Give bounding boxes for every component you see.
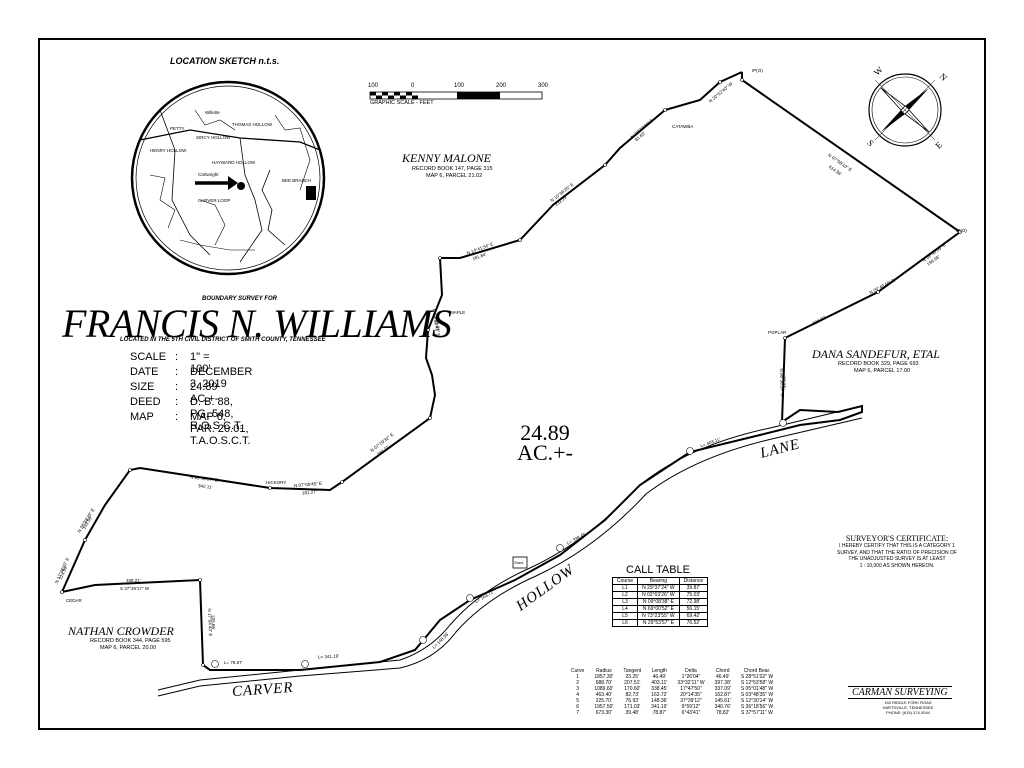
call-label: 205.66' (210, 615, 217, 630)
scale-tick-label: 100 (454, 83, 465, 89)
location-sketch (130, 80, 326, 276)
sketch-label-sircy-hollow: SIRCY HOLLOW (196, 135, 231, 140)
sketch-label-thomas-hollow: THOMAS HOLLOW (232, 122, 273, 127)
scale-tick-label: 0 (411, 83, 415, 89)
sketch-road (274, 114, 311, 191)
sketch-label-willette: Willette (205, 110, 220, 115)
scale-tick-label: 100 (368, 83, 379, 89)
title-located: LOCATED IN THE 5TH CIVIL DISTRICT OF SMI… (120, 337, 326, 343)
sketch-road (179, 239, 255, 251)
call-label: 338.21' (126, 578, 141, 583)
sketch-label-hayward-hollow: HAYWARD HOLLOW (212, 160, 256, 165)
certificate-line: THE UNADJUSTED SURVEY IS AT LEAST (848, 556, 946, 562)
call-table-header-row: Course Bearing Distance (611, 577, 709, 585)
shed-marker (512, 556, 528, 569)
title-name: FRANCIS N. WILLIAMS (62, 301, 452, 346)
sketch-label-carver-loop: CARVER LOOP (198, 198, 231, 203)
sketch-arrow-head (228, 176, 238, 190)
scale-tick-label: 200 (496, 83, 507, 89)
monument-label: CATAWBA (672, 124, 694, 129)
surveyor-certificate: SURVEYOR'S CERTIFICATE: I HEREBY CERTIFY… (822, 534, 972, 569)
owner-kenny-line1: RECORD BOOK 147, PAGE 315 (412, 166, 493, 172)
call-table-title: CALL TABLE (626, 564, 690, 576)
sketch-inner-circle (135, 85, 321, 271)
sketch-road (149, 174, 176, 229)
certificate-line: SURVEY, AND THAT THE RATIO OF PRECISION … (837, 549, 957, 556)
monument-label: IP(O) (752, 68, 763, 73)
sheet-border (38, 38, 986, 730)
shed-label: Shed (514, 560, 524, 565)
monument-label: HICKORY (266, 480, 287, 485)
monument-label: POPLAR (768, 330, 787, 335)
sketch-site-marker (237, 182, 245, 190)
sketch-route-shield (306, 186, 316, 200)
sketch-road (261, 169, 286, 246)
north-arrow (868, 73, 942, 147)
sketch-label-cartwright: Cartwright (198, 172, 219, 177)
certificate-line: 1 : 10,000 AS SHOWN HEREON. (859, 562, 935, 569)
owner-dana-line1: RECORD BOOK 329, PAGE 693 (838, 361, 919, 367)
owner-nathan-name: NATHAN CROWDER (68, 624, 174, 638)
call-label: 69.24' (781, 376, 787, 389)
owner-kenny-name: KENNY MALONE (402, 151, 492, 165)
call-label: S 37°29'17" W (120, 586, 150, 591)
owner-dana-name: DANA SANDEFUR, ETAL (812, 347, 940, 361)
monument-label: IP(O) (956, 228, 967, 233)
carver-hollow-lane-road-edge-b (157, 417, 863, 697)
curve-markers (211, 419, 787, 668)
sketch-circle (130, 80, 326, 276)
sketch-road (194, 109, 236, 131)
owner-kenny-line2: MAP 6, PARCEL 21.02 (426, 173, 483, 179)
acreage-unit: AC.+- (517, 440, 573, 465)
owner-dana-line2: MAP 6, PARCEL 17.00 (854, 368, 911, 374)
owner-nathan-line1: RECORD BOOK 344, PAGE 595 (90, 638, 171, 644)
sketch-road (239, 137, 263, 263)
surveyor-address: 152 RIDDLE FORK ROAD HARTSVILLE, TENNESS… (882, 700, 934, 715)
title-prefix: BOUNDARY SURVEY FOR (202, 296, 278, 302)
certificate-title: SURVEYOR'S CERTIFICATE: (845, 534, 949, 543)
monument-label: CEDAR (66, 598, 82, 603)
sketch-label-petty: PETTY (170, 126, 185, 131)
graphic-scale-bar (369, 91, 543, 100)
certificate-line: I HEREBY CERTIFY THAT THIS IS A CATEGORY… (839, 543, 955, 549)
owner-nathan-line2: MAP 6, PARCEL 20.00 (100, 645, 157, 651)
sketch-road (199, 199, 226, 246)
surveyor-name: CARMAN SURVEYING (848, 686, 952, 699)
scale-tick-label: 300 (538, 83, 549, 89)
location-sketch-title: LOCATION SKETCH n.t.s. (170, 56, 280, 66)
sketch-road (159, 109, 211, 256)
acreage-value: 24.89 (520, 420, 570, 445)
curve-length-label: L= 78.87' (224, 660, 243, 665)
sketch-road (139, 129, 321, 151)
graphic-scale-caption: GRAPHIC SCALE - FEET (370, 100, 434, 106)
sketch-label-bee-branch: BEE BRANCH (282, 178, 312, 183)
monument-label: MAPLE (450, 310, 466, 315)
sketch-label-henry-hollow: HENRY HOLLOW (150, 148, 187, 153)
